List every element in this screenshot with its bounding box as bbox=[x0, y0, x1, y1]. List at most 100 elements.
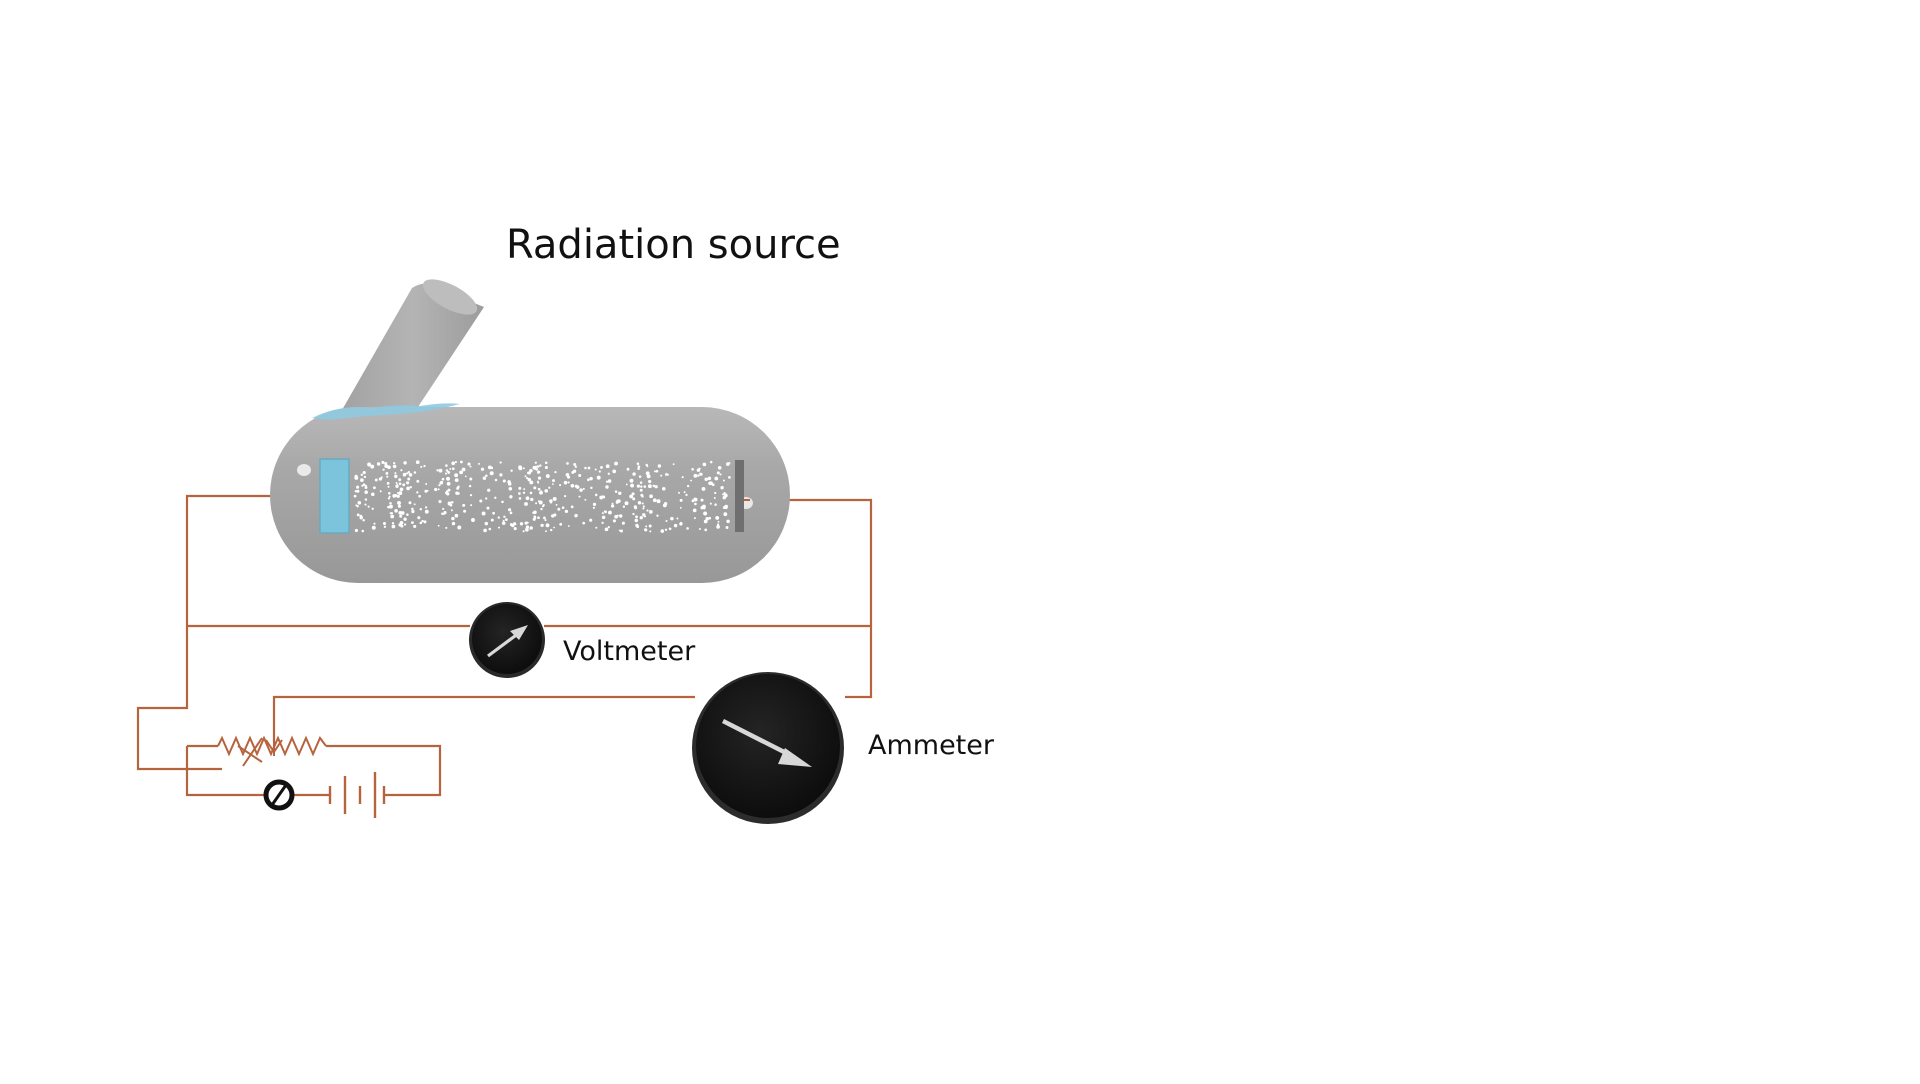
electron-dot bbox=[545, 523, 550, 528]
electron-dot bbox=[494, 478, 498, 482]
electron-dot bbox=[693, 473, 698, 478]
electron-dot bbox=[457, 525, 462, 530]
electron-dot bbox=[620, 529, 623, 533]
electron-dot bbox=[509, 511, 513, 515]
anode-plate bbox=[735, 460, 744, 532]
electron-dot bbox=[522, 467, 525, 470]
electron-dot bbox=[484, 521, 489, 526]
electron-dot bbox=[367, 505, 370, 508]
electron-dot bbox=[600, 465, 603, 469]
electron-dot bbox=[446, 476, 450, 481]
circuit-wires bbox=[136, 494, 873, 797]
electron-dot bbox=[447, 470, 451, 474]
electron-dot bbox=[552, 497, 557, 501]
electron-dot bbox=[644, 528, 648, 532]
electron-dot bbox=[567, 481, 570, 484]
electron-dot bbox=[357, 501, 362, 505]
electron-dot bbox=[356, 513, 360, 517]
electron-dot bbox=[709, 502, 712, 505]
electron-dot bbox=[527, 477, 532, 482]
electron-dot bbox=[660, 474, 663, 477]
electron-dot bbox=[483, 528, 487, 533]
electron-dot bbox=[570, 483, 575, 488]
electron-dot bbox=[364, 503, 367, 506]
electron-dot bbox=[573, 463, 577, 466]
electron-dot bbox=[390, 512, 393, 515]
electron-dot bbox=[398, 491, 403, 496]
electron-dot bbox=[397, 504, 401, 508]
electron-dot bbox=[549, 528, 553, 532]
electron-dot bbox=[666, 473, 669, 476]
wire-battery-loop bbox=[185, 746, 264, 797]
ammeter-label: Ammeter bbox=[868, 730, 994, 761]
electron-dot bbox=[696, 468, 701, 472]
electron-dot bbox=[721, 493, 724, 496]
electron-dot bbox=[566, 462, 569, 465]
electron-dot bbox=[372, 486, 376, 490]
electron-dot bbox=[725, 526, 729, 529]
wire-cathode-left bbox=[136, 494, 315, 771]
electron-dot bbox=[605, 480, 609, 483]
electron-dot bbox=[489, 471, 494, 476]
electron-dot bbox=[690, 479, 693, 482]
electron-dot bbox=[486, 506, 490, 510]
electron-dot bbox=[438, 500, 442, 504]
cathode-plate bbox=[319, 458, 350, 534]
electron-dot bbox=[406, 513, 409, 516]
electron-dot bbox=[589, 518, 593, 522]
electron-dot bbox=[720, 486, 724, 490]
electron-dot bbox=[411, 521, 414, 524]
electron-dot bbox=[411, 509, 415, 514]
electron-dot bbox=[443, 510, 447, 515]
electron-dot bbox=[356, 485, 360, 489]
tube-body bbox=[270, 407, 790, 583]
electron-dot bbox=[441, 512, 444, 516]
electron-dot bbox=[395, 484, 399, 488]
electron-dot bbox=[698, 528, 701, 530]
electron-dot bbox=[497, 526, 501, 529]
battery-icon bbox=[328, 772, 386, 818]
electron-dot bbox=[639, 488, 643, 492]
electron-dot bbox=[391, 522, 395, 525]
electron-dot bbox=[403, 523, 407, 526]
electron-dot bbox=[529, 527, 532, 530]
electron-dot bbox=[701, 486, 706, 491]
electron-dot bbox=[386, 475, 389, 478]
electron-dot bbox=[363, 475, 367, 479]
electron-dot bbox=[353, 494, 357, 498]
electron-dot bbox=[590, 486, 593, 490]
electron-dot bbox=[709, 460, 713, 464]
electron-dot bbox=[381, 460, 385, 464]
electron-dot bbox=[387, 465, 391, 470]
electron-dot bbox=[607, 479, 612, 483]
electron-dot bbox=[400, 524, 404, 528]
electron-dot bbox=[637, 501, 642, 505]
electron-dot bbox=[501, 500, 504, 504]
ammeter-icon bbox=[692, 672, 844, 824]
electron-dot bbox=[686, 527, 689, 530]
electron-dot bbox=[387, 491, 391, 495]
electron-dot bbox=[523, 488, 526, 491]
electron-dot bbox=[716, 523, 720, 526]
electron-dot bbox=[634, 506, 638, 510]
electron-dot bbox=[451, 521, 456, 526]
electron-dot bbox=[388, 504, 393, 509]
electron-dot bbox=[403, 517, 407, 521]
electron-dot bbox=[382, 468, 385, 471]
electron-dot bbox=[399, 520, 404, 525]
electron-dot bbox=[570, 505, 574, 509]
electron-dot bbox=[386, 482, 390, 485]
electron-dot bbox=[618, 491, 622, 495]
electron-dot bbox=[382, 521, 387, 526]
electron-dot bbox=[533, 515, 536, 518]
electron-dot bbox=[594, 468, 597, 471]
electron-dot bbox=[394, 472, 397, 475]
electron-dot bbox=[646, 474, 651, 479]
electron-dot bbox=[649, 530, 652, 533]
electron-dot bbox=[544, 489, 548, 493]
tube-highlight bbox=[297, 464, 311, 476]
electron-dot bbox=[637, 467, 640, 470]
electron-dot bbox=[594, 493, 598, 497]
voltmeter-label: Voltmeter bbox=[563, 636, 696, 667]
electron-dot bbox=[371, 525, 376, 530]
